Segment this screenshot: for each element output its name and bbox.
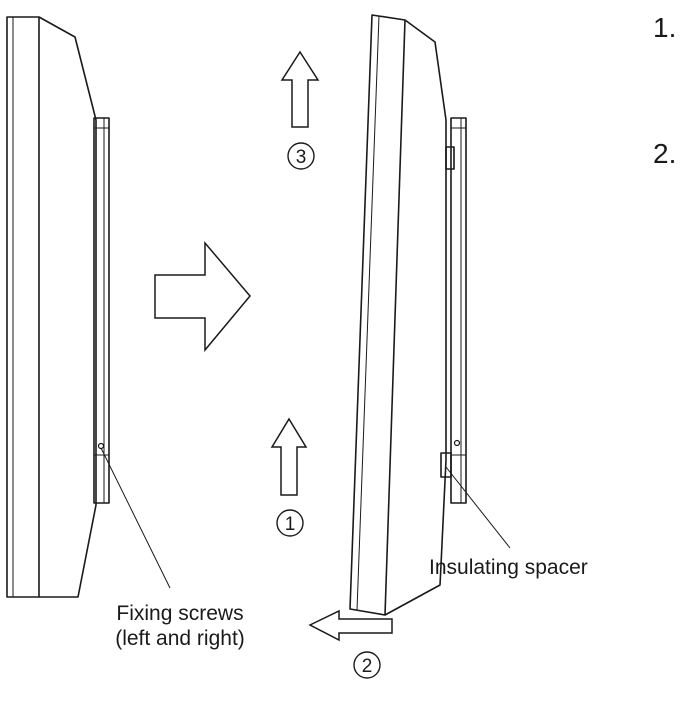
fixing-screws-leader-line — [100, 447, 171, 589]
insulating-spacer-label: Insulating spacer — [429, 556, 588, 579]
tilted-wall-bracket — [450, 117, 467, 504]
circled-number-2 — [353, 651, 381, 679]
display-mounted-side-view — [6, 16, 110, 598]
circled-number-3 — [287, 142, 315, 170]
fixing-screws-sublabel: (left and right) — [115, 627, 245, 650]
left-arrow-step-2 — [308, 609, 393, 642]
tilted-display-rear-casing — [384, 19, 447, 616]
up-arrow-step-3 — [280, 50, 320, 128]
wall-bracket — [93, 117, 110, 504]
step-2-number: 2 — [362, 656, 373, 677]
insulating-spacer — [440, 452, 452, 478]
insulating-spacer-leader-line — [445, 466, 511, 549]
display-rear-casing — [38, 16, 97, 598]
display-front-panel — [6, 16, 40, 598]
instruction-step-1-number: 1. — [653, 12, 676, 43]
fixing-screw — [97, 442, 105, 450]
transition-arrow — [154, 240, 251, 353]
instruction-step-2-number: 2. — [653, 138, 676, 169]
step-1-number: 1 — [285, 514, 296, 535]
bracket-hook — [445, 146, 455, 170]
tilted-fixing-screw — [453, 439, 461, 447]
circled-number-1 — [276, 509, 304, 537]
step-3-number: 3 — [296, 147, 307, 168]
display-tilted-side-view — [349, 14, 467, 616]
fixing-screws-label: Fixing screws — [116, 602, 243, 625]
tilted-display-front-panel — [349, 14, 406, 616]
up-arrow-step-1 — [270, 417, 308, 496]
